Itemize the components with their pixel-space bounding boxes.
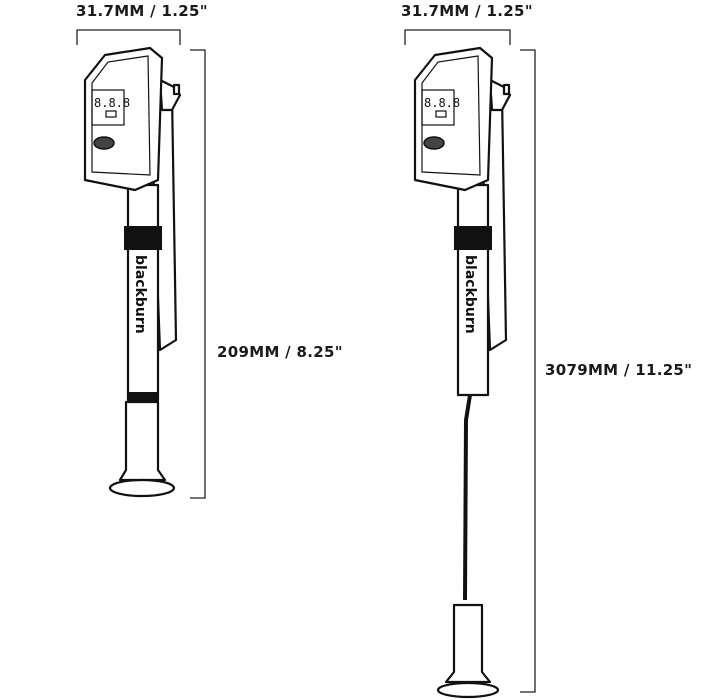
foot-base [436, 681, 500, 699]
right-width-bracket [404, 29, 511, 45]
lcd-screen [421, 89, 455, 126]
blackburn-logo: blackburn [462, 255, 478, 334]
battery-icon [105, 110, 117, 118]
gauge-button[interactable] [93, 136, 115, 150]
foot-base [108, 478, 176, 498]
head-bevel [91, 55, 151, 176]
battery-icon [435, 110, 447, 118]
gauge-button[interactable] [423, 136, 445, 150]
foot-tube [118, 400, 167, 482]
shaft-collar [127, 392, 159, 402]
left-height-bracket [190, 49, 206, 499]
shaft [456, 183, 490, 397]
right-height-label: 3079MM / 11.25" [545, 361, 693, 379]
shaft [126, 183, 160, 402]
left-height-label: 209MM / 8.25" [217, 343, 343, 361]
left-width-bracket [76, 29, 181, 45]
lcd-digits: 8.8.8 [94, 96, 130, 110]
right-width-label: 31.7MM / 1.25" [401, 2, 533, 20]
valve-knob [172, 83, 181, 96]
blackburn-logo: blackburn [132, 255, 148, 334]
right-height-bracket [520, 49, 536, 693]
lcd-digits: 8.8.8 [424, 96, 460, 110]
hose [463, 394, 472, 601]
right-pump: 8.8.8 blackburn [413, 46, 512, 699]
head-bevel [421, 55, 481, 176]
left-pump: 8.8.8 blackburn [83, 46, 182, 498]
shaft-strap [124, 226, 162, 250]
lcd-screen [91, 89, 125, 126]
foot-tube [444, 603, 492, 684]
valve-knob [502, 83, 511, 96]
shaft-strap [454, 226, 492, 250]
left-width-label: 31.7MM / 1.25" [76, 2, 208, 20]
